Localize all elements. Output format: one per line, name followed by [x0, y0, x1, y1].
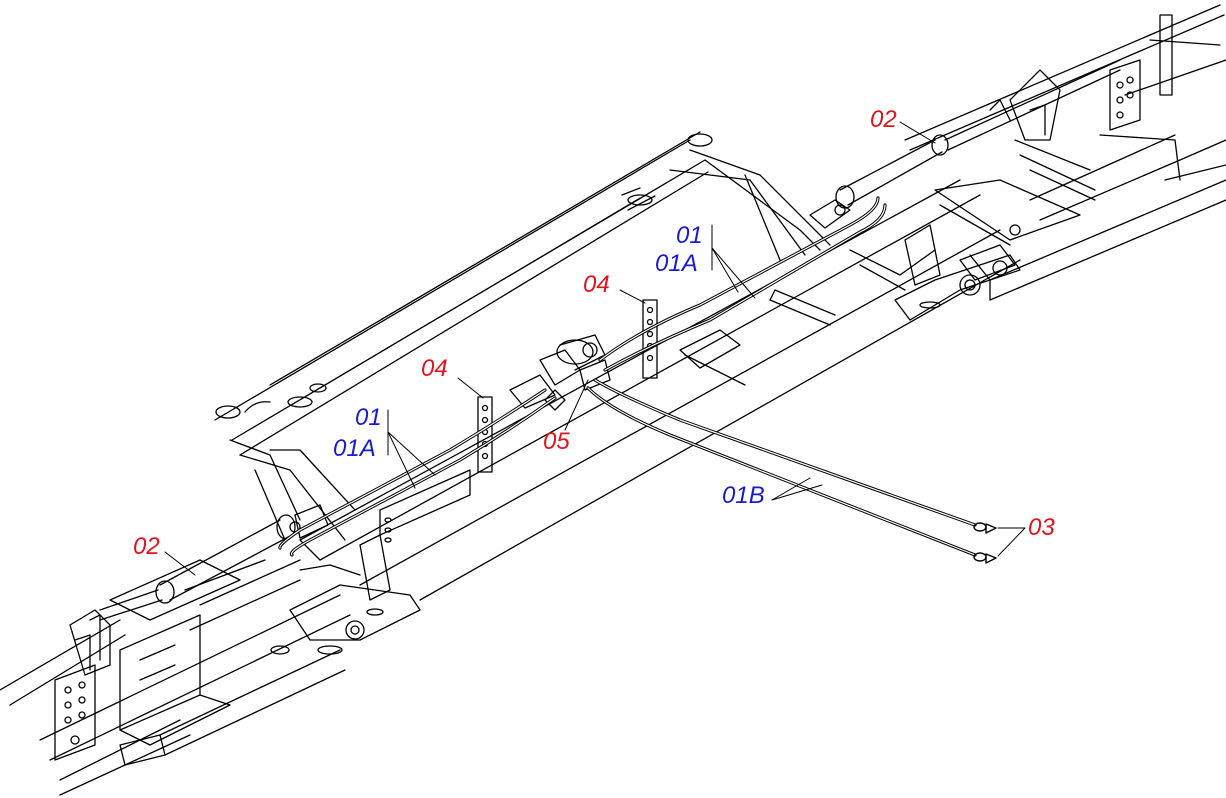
right-frame-rails: [904, 4, 1226, 301]
upper-hydraulic-cylinder: [809, 59, 1121, 229]
callout-04-left: 04: [421, 355, 448, 382]
leader-01-lower-a: [387, 431, 416, 489]
left-spindle-assembly: [270, 534, 421, 655]
mounting-bracket-right: [642, 299, 658, 379]
leader-03-b: [997, 527, 1026, 557]
leader-01b-b: [771, 484, 823, 501]
hose-01-lower: [278, 388, 547, 550]
right-crossmembers: [849, 139, 1096, 291]
leader-lines: [164, 121, 1026, 576]
leader-02-lower: [164, 551, 196, 576]
callout-labels: 02 02 01 01A 01 01A 04 04 05 01B 03: [133, 106, 1055, 560]
left-frame-rear: [119, 559, 346, 766]
right-spindle-assembly: [894, 69, 1061, 321]
left-vertical-plate: [54, 609, 111, 761]
callout-03: 03: [1028, 514, 1055, 541]
leader-05: [564, 379, 589, 431]
coupler-upper: [973, 522, 997, 534]
callout-05: 05: [543, 428, 570, 455]
leader-04-left: [457, 377, 484, 399]
callout-01-lower: 01: [355, 404, 382, 431]
callout-02-lower: 02: [133, 533, 160, 560]
leader-01b-a: [771, 477, 811, 501]
hydraulic-hoses: [278, 196, 977, 557]
quick-couplers: [973, 522, 997, 564]
callout-01-upper: 01: [676, 222, 703, 249]
left-plate: [379, 469, 471, 543]
leader-01-upper-b: [711, 247, 756, 299]
mounting-bracket-left: [477, 396, 493, 473]
hose-01b-a: [593, 378, 977, 527]
callout-01a-lower: 01A: [333, 435, 376, 462]
callout-04-right: 04: [583, 271, 610, 298]
coupler-lower: [973, 552, 997, 564]
center-valve-assembly: [509, 334, 611, 411]
callout-01b: 01B: [722, 482, 765, 509]
leader-02-upper: [899, 121, 936, 144]
callout-02-upper: 02: [870, 106, 897, 133]
left-frame-section: [0, 559, 351, 796]
leader-01-upper-a: [711, 247, 739, 293]
leader-04-right: [619, 289, 646, 304]
machine-frame-drawing: [0, 4, 1226, 796]
leader-01-lower-b: [387, 431, 436, 476]
lower-hydraulic-cylinder: [99, 504, 329, 621]
drawbar-upper: [214, 131, 713, 456]
callout-01a-upper: 01A: [655, 250, 698, 277]
hose-01a-lower: [289, 396, 557, 557]
main-frame-beam: [299, 179, 1021, 601]
